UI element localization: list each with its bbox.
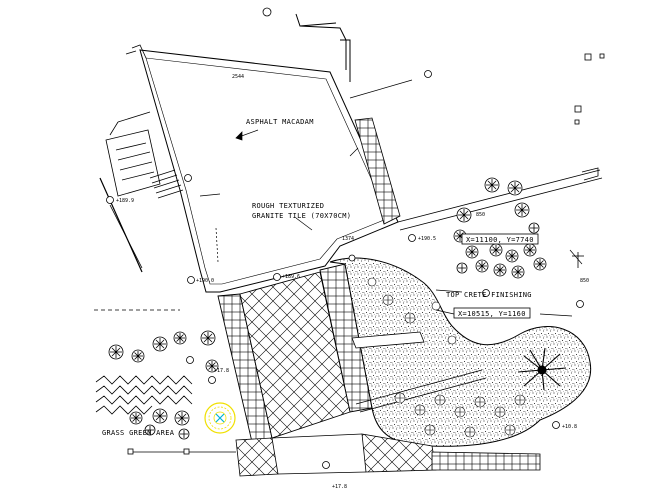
coord-label-1: X=11100, Y=7740 xyxy=(466,236,534,244)
dim-level-1: +189.9 xyxy=(116,198,134,204)
trees-in-gravel xyxy=(367,277,526,438)
dim-small-2: 1374 xyxy=(342,236,354,242)
coord-box-2: X=10515, Y=1160 xyxy=(453,307,531,319)
label-grass: GRASS GREEN AREA xyxy=(102,429,175,437)
dim-small-1: 850 xyxy=(476,212,485,218)
dim-level-4: +10.8 xyxy=(562,424,577,430)
grass-zigzag xyxy=(95,375,193,415)
central-courtyard xyxy=(239,271,351,439)
trees-group-west xyxy=(108,330,219,440)
label-granite-1: ROUGH TEXTURIZED xyxy=(252,202,324,210)
feature-shrub xyxy=(204,402,236,434)
dim-bottom-mark: +17.8 xyxy=(332,484,347,490)
trees-group-east xyxy=(453,177,547,279)
dim-level-2: +189.6 xyxy=(282,274,300,280)
dim-level-5: +190.0 xyxy=(196,278,214,284)
dim-level-6: +17.8 xyxy=(214,368,229,374)
dim-top-width: 2544 xyxy=(232,74,244,80)
leader-lines xyxy=(199,79,583,317)
label-topcrete: TOP CRETE FINISHING xyxy=(446,291,532,299)
survey-markers xyxy=(574,53,605,125)
coord-box-1: X=11100, Y=7740 xyxy=(461,233,539,245)
label-granite-2: GRANITE TILE (70X70CM) xyxy=(252,212,351,220)
label-asphalt: ASPHALT MACADAM xyxy=(246,118,314,126)
left-structure xyxy=(99,111,161,273)
dim-level-3: +190.5 xyxy=(418,236,436,242)
topcrete-area xyxy=(329,257,592,447)
granite-strip-upper xyxy=(354,117,401,225)
north-arrow-icon xyxy=(572,252,584,268)
footpath-east xyxy=(397,167,603,231)
bottom-boundary xyxy=(94,309,236,455)
service-strip xyxy=(351,331,487,413)
dim-right-mark: 850 xyxy=(580,278,589,284)
boundary-wall xyxy=(295,13,351,82)
bottom-paving xyxy=(235,433,541,477)
coord-label-2: X=10515, Y=1160 xyxy=(458,310,526,318)
level-markers xyxy=(106,7,584,469)
stair-steps xyxy=(149,169,184,199)
asphalt-parcel xyxy=(125,44,399,293)
palm-tree xyxy=(517,347,567,391)
